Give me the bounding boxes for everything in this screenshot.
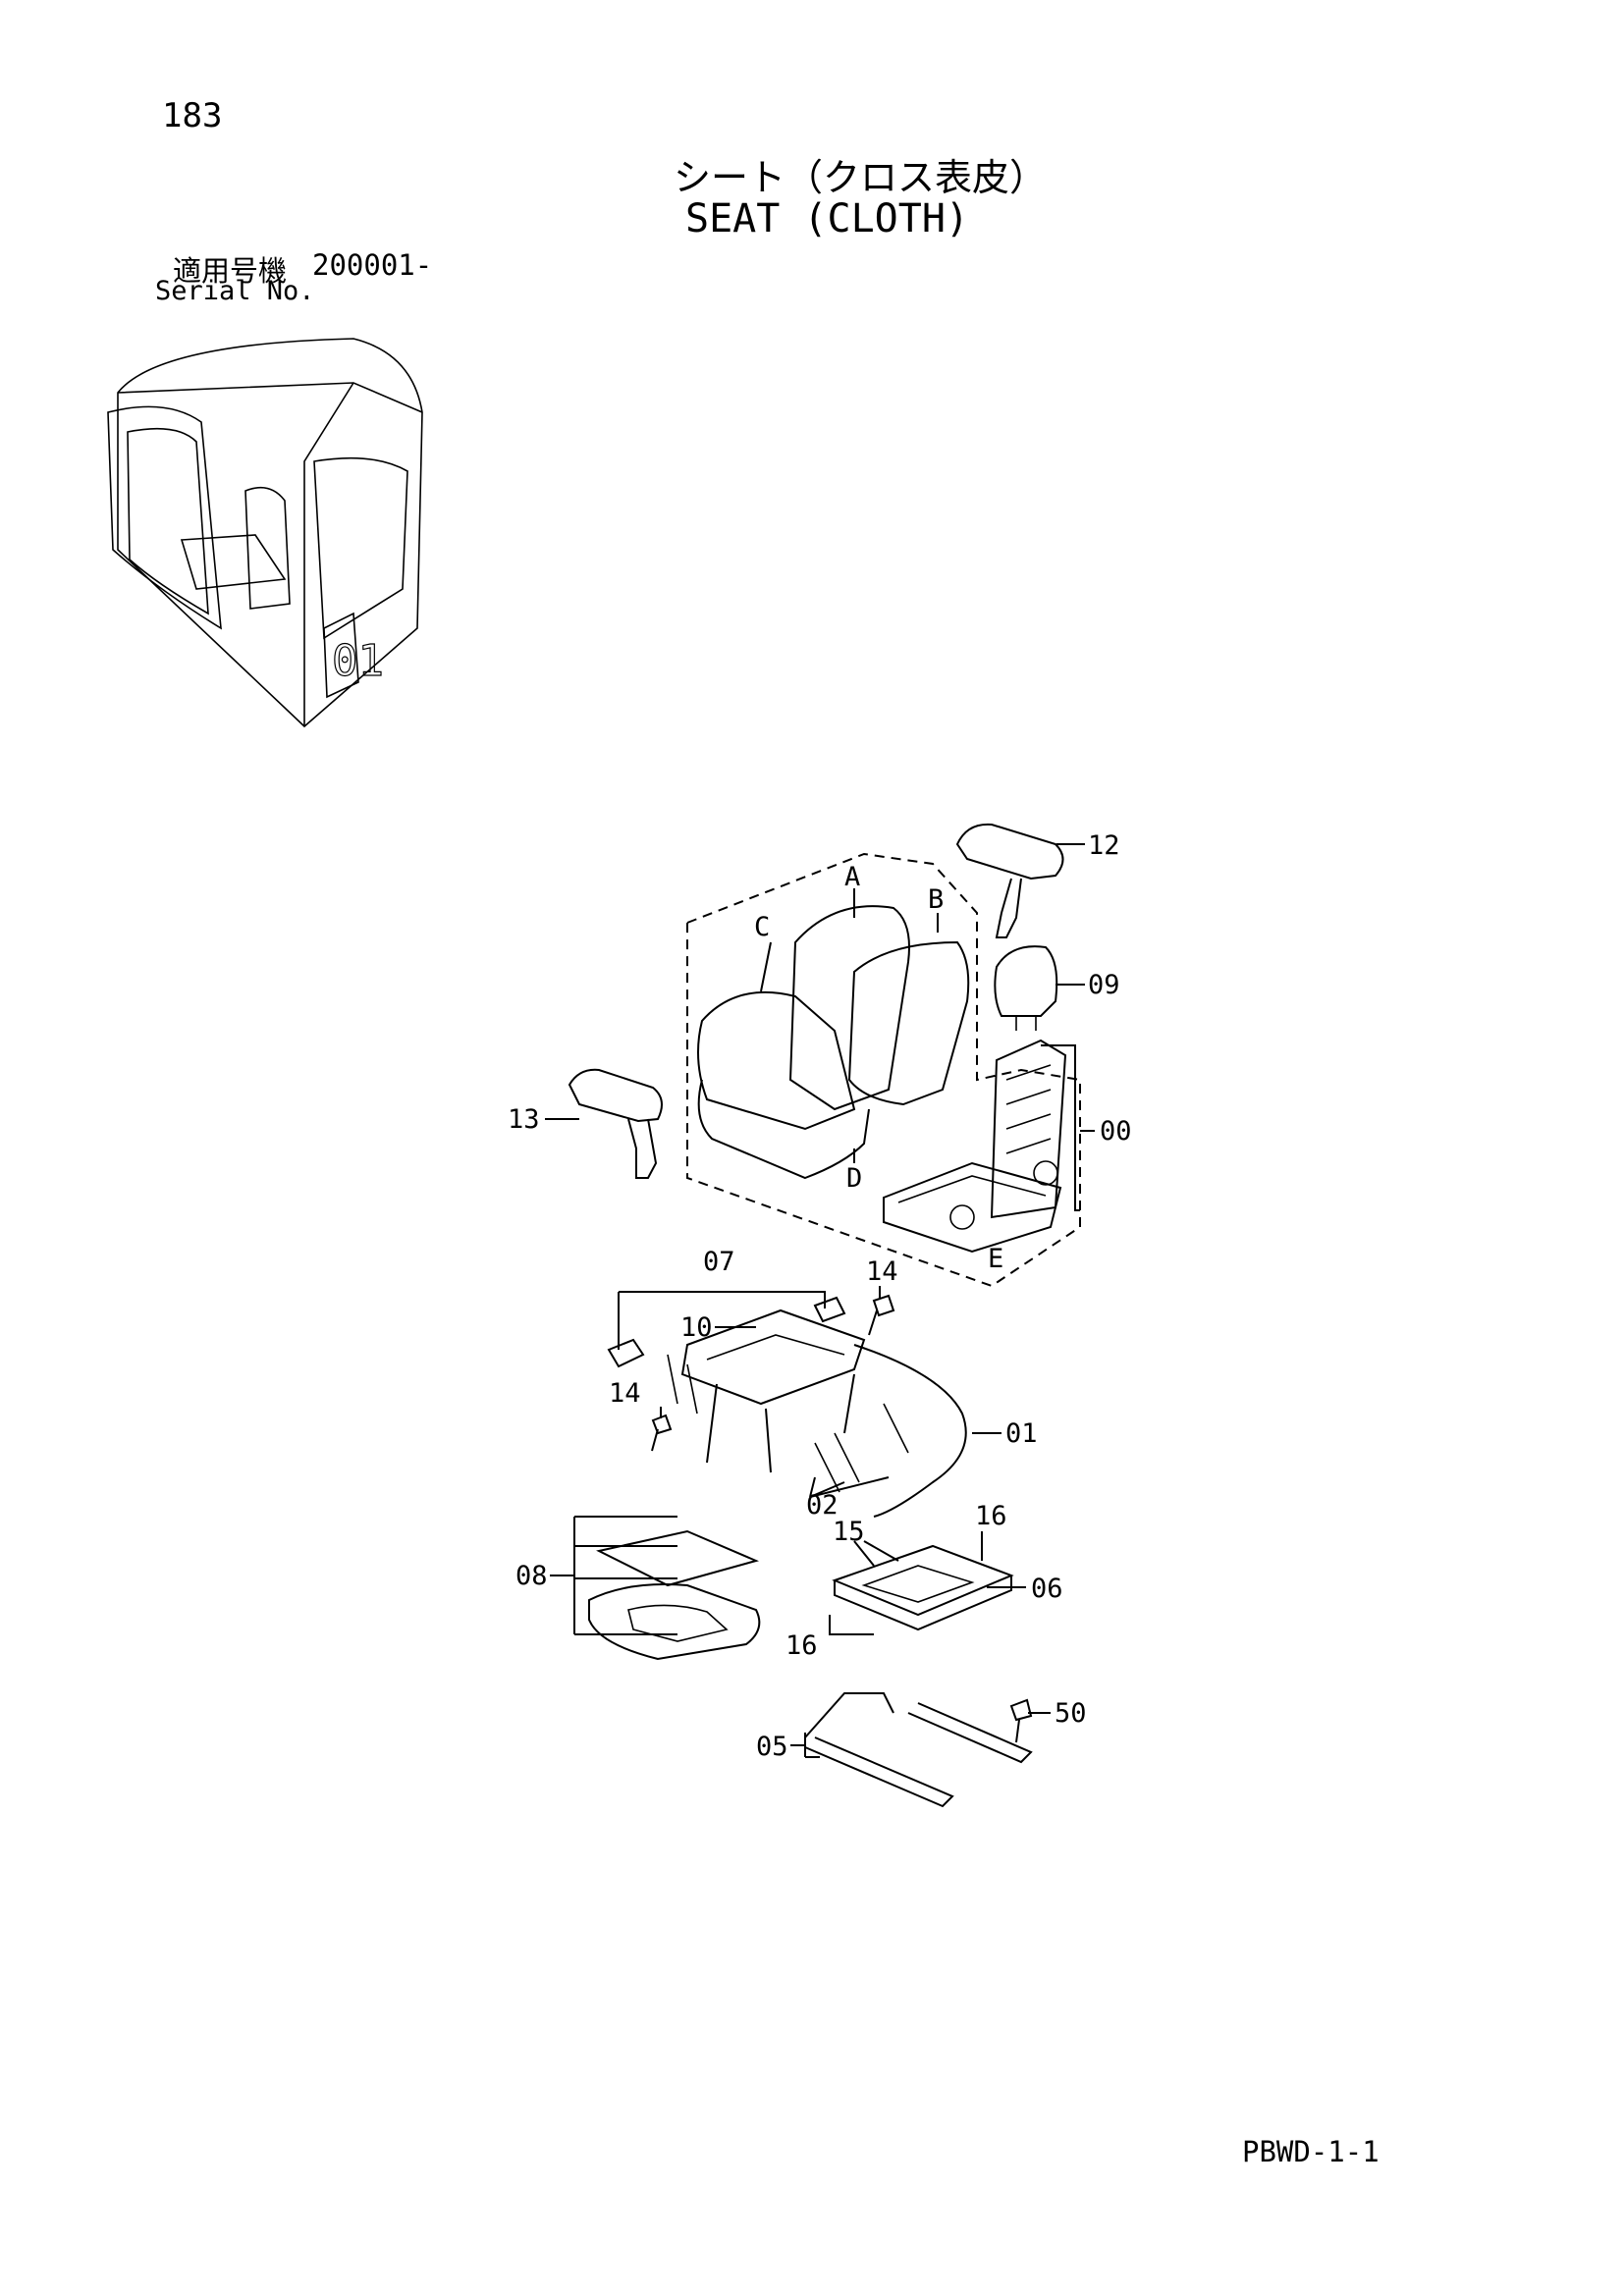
sub-part-b: B: [928, 884, 944, 915]
release-cable: [853, 1344, 967, 1518]
base-plate: [832, 1544, 1014, 1631]
serial-label-english: Serial No.: [155, 276, 315, 306]
callout-14-top: 14: [866, 1256, 898, 1287]
callout-05: 05: [756, 1732, 788, 1762]
cab-overview-illustration: 01: [107, 338, 423, 728]
svg-text:01: 01: [332, 636, 384, 686]
sub-part-d: D: [846, 1163, 862, 1194]
callout-16-right: 16: [975, 1501, 1007, 1531]
bolt-left: [651, 1414, 673, 1452]
callout-06: 06: [1031, 1574, 1063, 1604]
callout-13: 13: [508, 1104, 540, 1135]
seat-cushion: [697, 905, 970, 1180]
title-japanese: シート（クロス表皮）: [674, 156, 1048, 199]
callout-08: 08: [515, 1561, 548, 1591]
suspension-mechanism: [607, 1296, 909, 1493]
callout-07: 07: [703, 1247, 735, 1277]
sub-part-a: A: [844, 862, 860, 892]
headrest: [994, 945, 1058, 1031]
callout-01: 01: [1005, 1418, 1038, 1449]
callout-14-left: 14: [609, 1378, 641, 1409]
slide-rail: [804, 1692, 1033, 1808]
callout-12: 12: [1088, 830, 1120, 861]
callout-50: 50: [1055, 1698, 1087, 1729]
page-number: 183: [162, 96, 223, 135]
document-code: PBWD-1-1: [1242, 2135, 1380, 2168]
armrest-right: [955, 823, 1064, 938]
seat-assembly-outline: [686, 852, 1081, 1288]
serial-number: 200001-: [312, 248, 433, 282]
callout-00: 00: [1100, 1116, 1132, 1147]
screw: [1009, 1698, 1033, 1743]
callout-09: 09: [1088, 970, 1120, 1000]
serial-label-japanese: 適用号機: [173, 254, 288, 288]
title-english: SEAT (CLOTH): [685, 196, 969, 241]
callout-10: 10: [680, 1312, 713, 1343]
armrest-left: [568, 1068, 663, 1179]
callout-16-bottom: 16: [785, 1630, 818, 1661]
bolt-upper: [868, 1294, 895, 1336]
mount-pad: [588, 1529, 761, 1661]
callout-15: 15: [833, 1517, 865, 1547]
seat-frame: [883, 1039, 1067, 1254]
leader-lines: [545, 843, 1095, 1758]
sub-part-e: E: [988, 1244, 1003, 1274]
callout-02: 02: [806, 1490, 839, 1521]
sub-part-c: C: [754, 912, 770, 942]
